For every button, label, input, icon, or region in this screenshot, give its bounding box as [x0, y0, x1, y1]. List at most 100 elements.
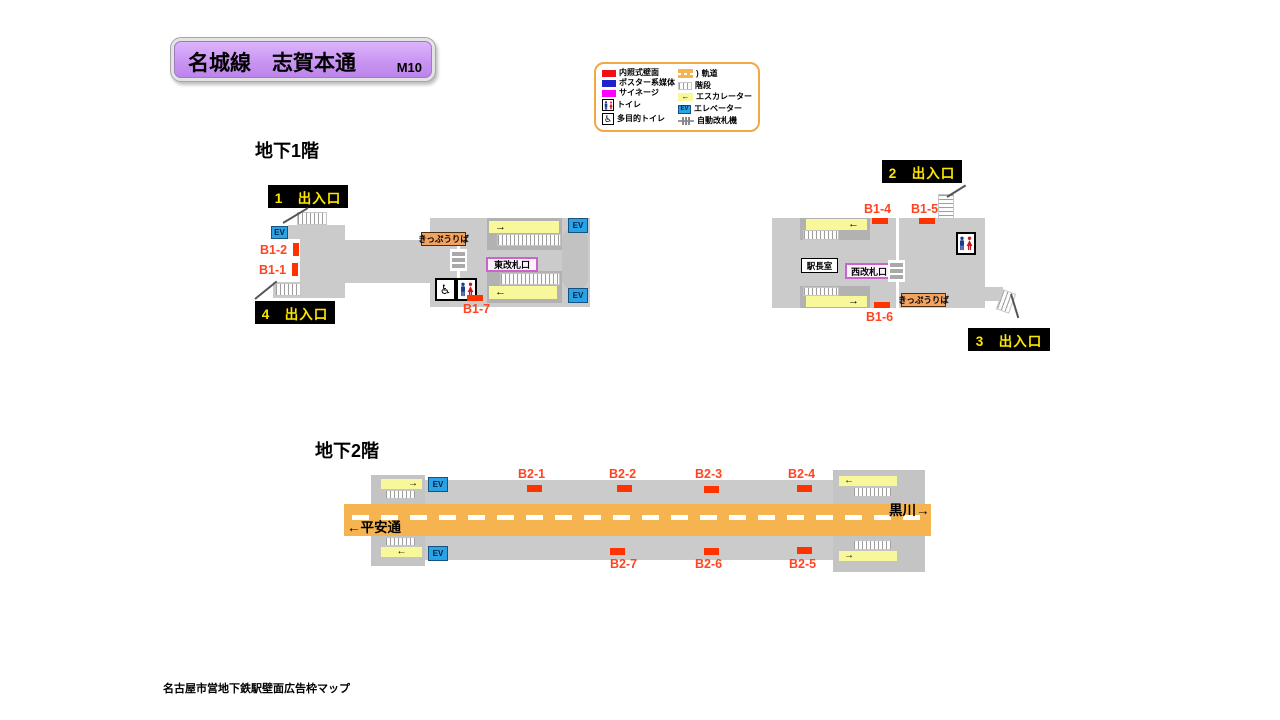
entrance-2-stair-line [946, 184, 967, 198]
stairs-b1-east-upper [497, 234, 561, 246]
b1-main-corridor [340, 240, 440, 283]
track-prefix: ) [696, 68, 699, 78]
legend-signage-label: サイネージ [619, 88, 659, 97]
escalator-b1-west-up: ← [806, 219, 867, 230]
legend-right-column: ) 軌道 階段 ← エスカレーター EV エレベーター [678, 69, 752, 125]
ad-slot-marker-b2-6 [704, 548, 719, 555]
ad-slot-label-b2-3: B2-3 [695, 467, 723, 481]
stairs-b1-west-upper [803, 230, 839, 240]
man-icon [960, 236, 964, 251]
track-icon [678, 69, 693, 78]
legend-item-signage: サイネージ [602, 89, 678, 97]
ad-slot-label-b1-5: B1-5 [911, 202, 939, 216]
station-code: M10 [396, 60, 422, 75]
footer-caption: 名古屋市営地下鉄駅壁面広告枠マップ [163, 683, 350, 695]
station-title-box: 名城線 志賀本通 M10 [170, 37, 436, 82]
legend-track-label: 軌道 [701, 68, 718, 78]
west-gate-label: 西改札口 [845, 263, 893, 279]
ad-slot-marker-b2-7 [610, 548, 625, 555]
floor-b1-heading: 地下1階 [255, 141, 320, 161]
ad-slot-label-b2-2: B2-2 [609, 467, 637, 481]
ticket-gate-bar [452, 258, 465, 262]
ad-slot-label-b2-4: B2-4 [788, 467, 816, 481]
escalator-b2-west-south: ← [381, 547, 422, 557]
man-icon [460, 282, 465, 297]
escalator-icon: ← [678, 93, 693, 101]
entrance-2-label: 2 出入口 [882, 160, 962, 183]
b1-entrance1-corridor [288, 225, 345, 239]
ad-slot-label-b1-4: B1-4 [864, 202, 892, 216]
stairs-icon [678, 81, 692, 90]
legend-accessible-toilet-label: 多目的トイレ [617, 114, 665, 123]
ad-slot-label-b2-6: B2-6 [695, 557, 723, 571]
floor-b2-heading: 地下2階 [315, 441, 380, 461]
woman-icon [966, 236, 973, 251]
legend-item-gate: 自動改札機 [678, 117, 752, 125]
ticket-counter-west: きっぷうりば [898, 293, 949, 307]
ad-slot-marker-b1-2 [293, 243, 299, 256]
elevator-b2-south: EV [428, 546, 448, 561]
station-title: 名城線 志賀本通 [188, 52, 356, 75]
legend-item-stairs: 階段 [678, 80, 752, 90]
stairs-b1-east-lower [500, 273, 560, 285]
ad-slot-label-b2-1: B2-1 [518, 467, 546, 481]
escalator-b1-east-up: → [489, 221, 559, 233]
stairs-b2-east-south [853, 540, 892, 550]
ad-slot-marker-b1-7 [467, 295, 483, 301]
ad-slot-marker-b2-3 [704, 486, 719, 493]
legend-stairs-label: 階段 [695, 80, 711, 90]
station-office-label: 駅長室 [801, 258, 838, 273]
elevator-b1-east-upper: EV [568, 218, 588, 233]
woman-icon [608, 101, 613, 109]
legend-item-accessible-toilet: ♿ 多目的トイレ [602, 113, 678, 125]
station-title-inner: 名城線 志賀本通 M10 [174, 41, 432, 78]
ad-slot-marker-b2-5 [797, 547, 812, 554]
toilet-icon [602, 99, 614, 111]
escalator-b1-east-down: ← [489, 286, 557, 299]
escalator-b1-west-down: → [806, 296, 867, 307]
ad-slot-label-b2-5: B2-5 [789, 557, 817, 571]
direction-heiantori: ←平安通 [347, 520, 401, 535]
elevator-b1-entrance1: EV [271, 226, 288, 239]
man-icon [604, 100, 607, 110]
legend-item-elevator: EV エレベーター [678, 104, 752, 114]
ad-slot-marker-b1-1 [292, 263, 298, 276]
woman-icon [467, 282, 473, 297]
ticket-counter-east: きっぷうりば [418, 232, 469, 246]
b1-entrance3-corridor [983, 287, 1003, 301]
b1-left-arm [300, 238, 345, 283]
toilet-b1-west [956, 232, 976, 255]
ad-slot-marker-b1-4 [872, 218, 888, 224]
entrance-3-label: 3 出入口 [968, 328, 1050, 351]
ticket-gate-bar [890, 269, 903, 273]
legend-item-lit-wall: 内照式壁面 [602, 69, 678, 77]
ad-slot-label-b1-6: B1-6 [866, 310, 894, 324]
toilet-b1-east [456, 278, 477, 301]
ad-slot-label-b1-1: B1-1 [259, 263, 287, 277]
legend-lit-wall-label: 内照式壁面 [619, 68, 659, 77]
legend-toilet-label: トイレ [617, 100, 641, 109]
poster-swatch [602, 79, 616, 87]
entrance-1-label: 1 出入口 [268, 185, 348, 208]
ticket-gate-icon [678, 117, 694, 125]
entrance-4-label: 4 出入口 [255, 301, 335, 324]
ad-slot-marker-b2-4 [797, 485, 812, 492]
ticket-gate-bar [452, 264, 465, 268]
ad-slot-marker-b1-6 [874, 302, 890, 308]
legend-left-column: 内照式壁面 ポスター系媒体 サイネージ トイレ ♿ 多目的トイレ [602, 69, 678, 125]
ad-slot-label-b1-2: B1-2 [260, 243, 288, 257]
b1-east-pillar [562, 228, 588, 290]
ad-slot-marker-b2-2 [617, 485, 632, 492]
ticket-gate-bar [890, 263, 903, 267]
stairs-b2-west-north [385, 490, 416, 499]
entrance-1-stairs [297, 212, 327, 225]
legend-item-track: ) 軌道 [678, 69, 752, 78]
escalator-b2-west-north: → [381, 479, 422, 489]
ad-slot-label-b2-7: B2-7 [610, 557, 638, 571]
entrance-4-stairs [275, 283, 301, 296]
elevator-b1-east-lower: EV [568, 288, 588, 303]
lit-wall-swatch [602, 69, 616, 77]
legend-box: 内照式壁面 ポスター系媒体 サイネージ トイレ ♿ 多目的トイレ [594, 62, 760, 132]
elevator-icon: EV [678, 104, 691, 114]
